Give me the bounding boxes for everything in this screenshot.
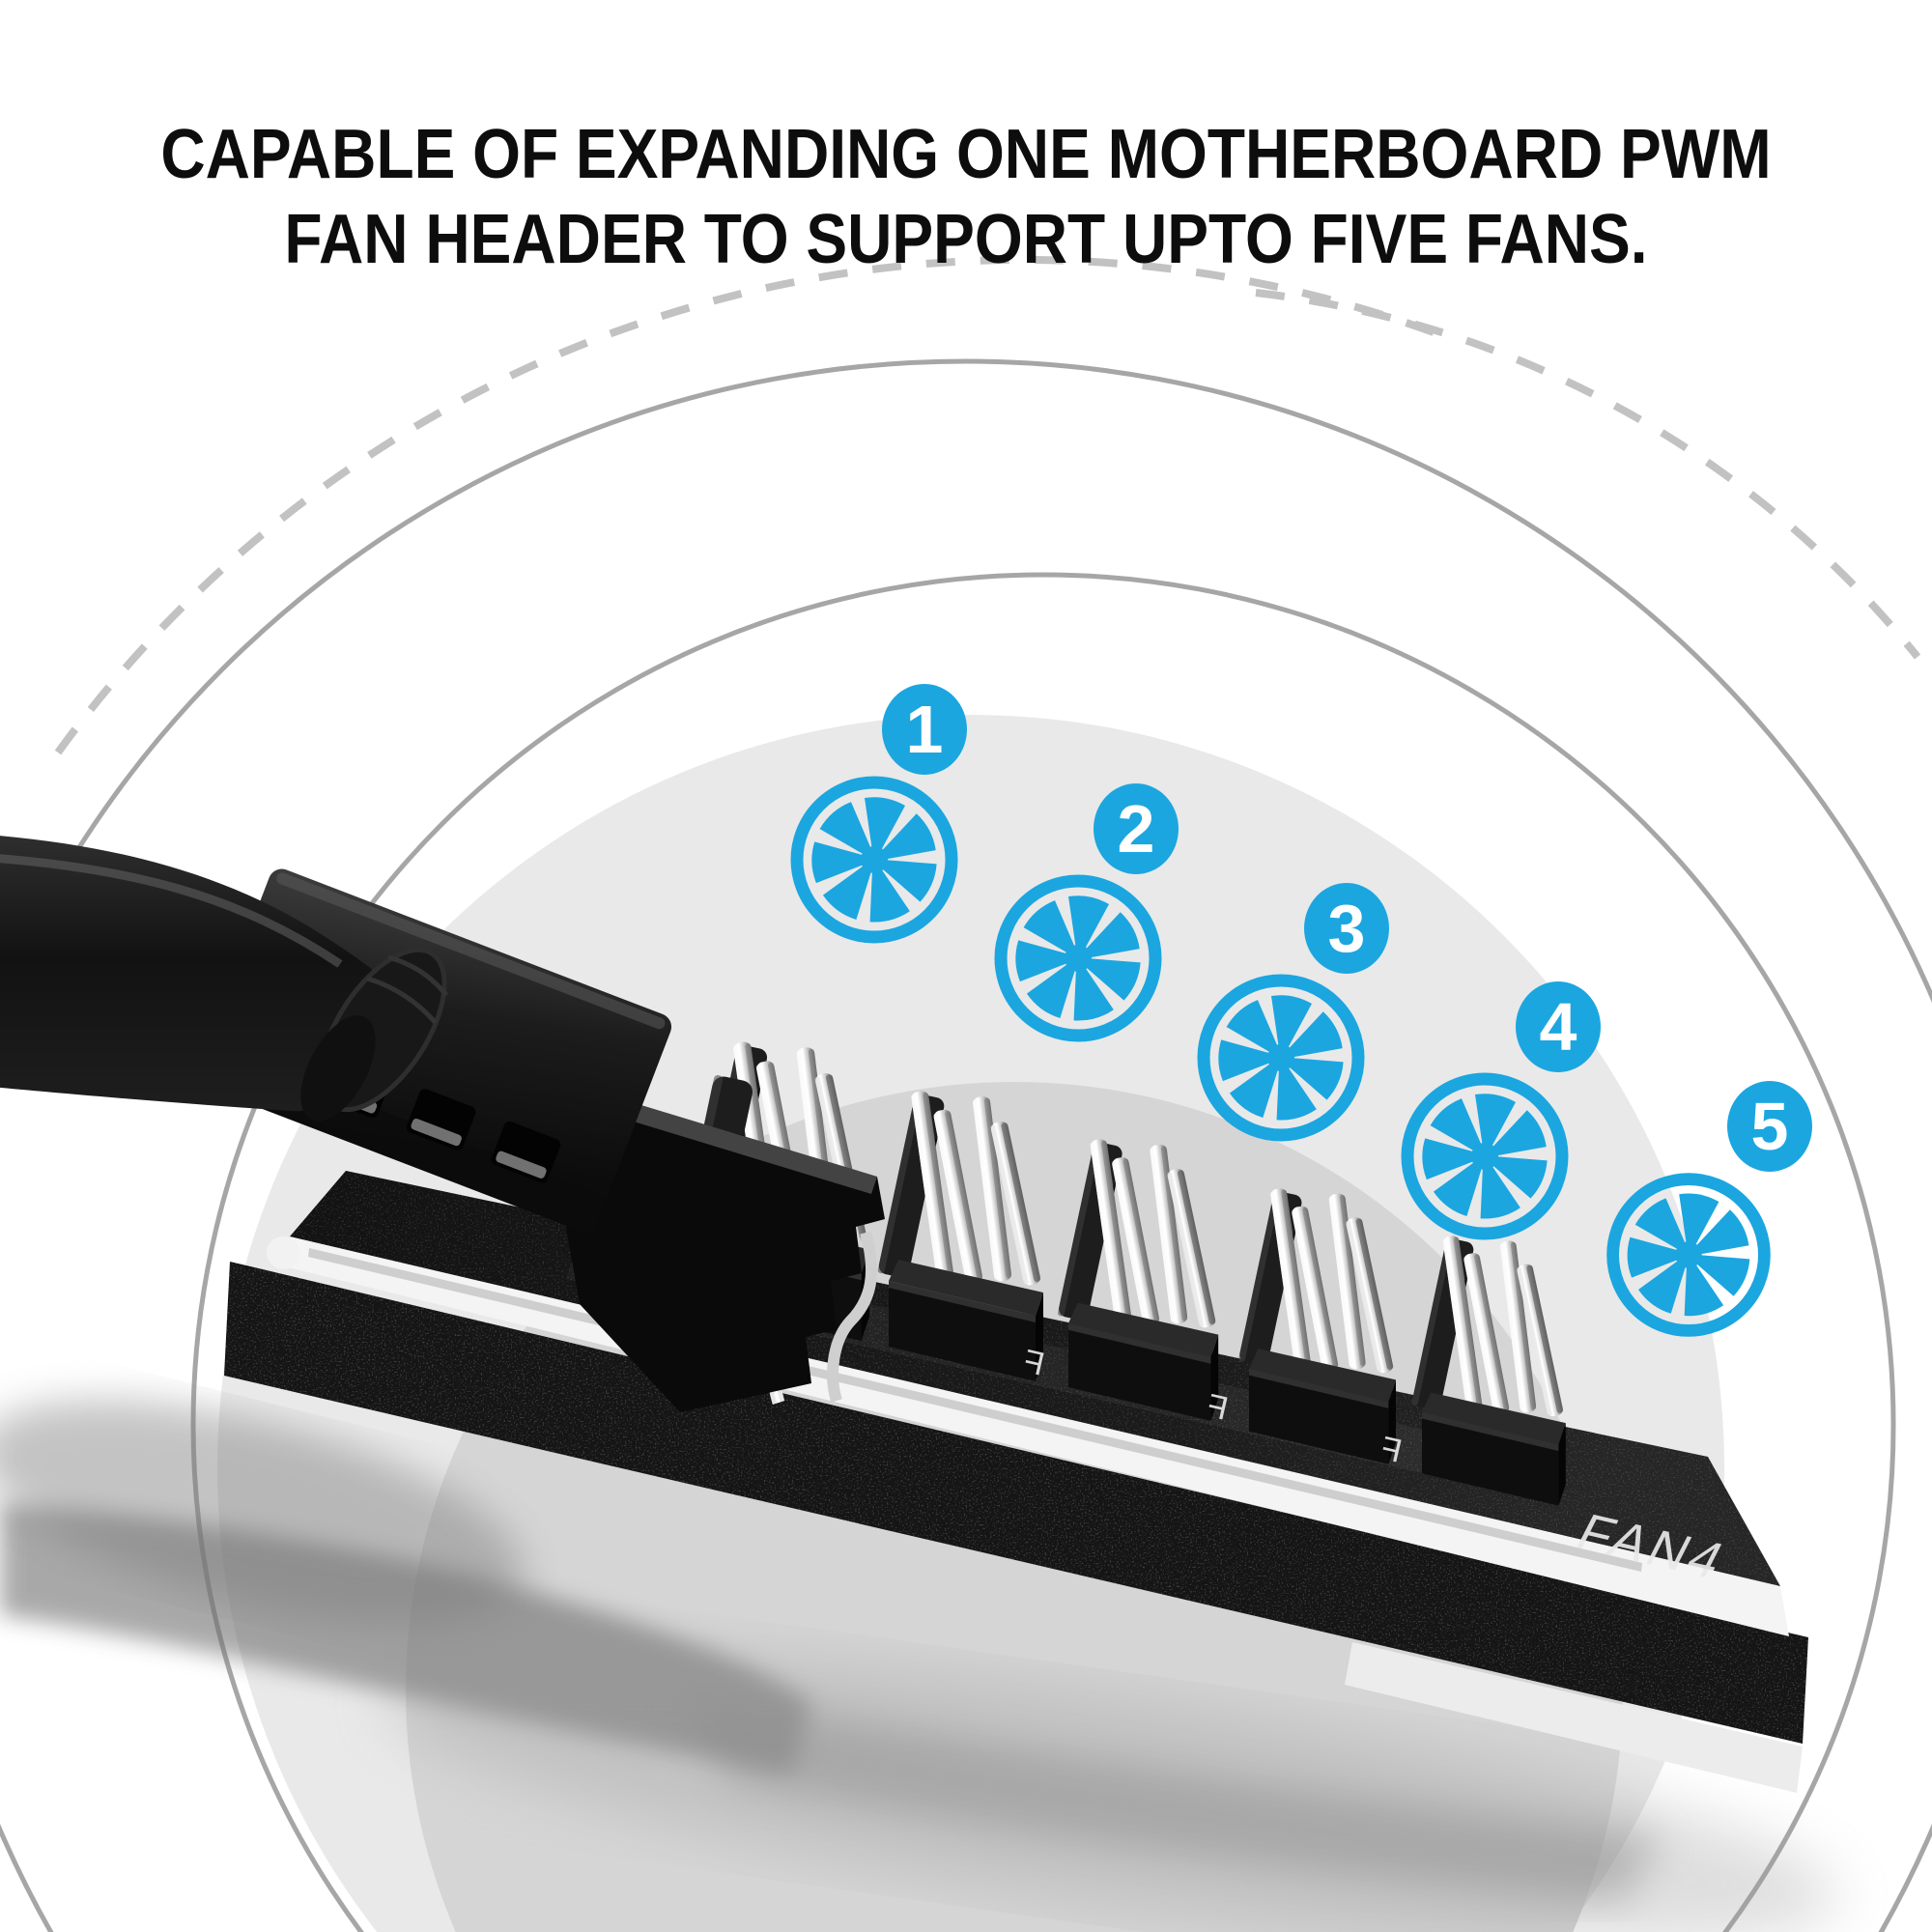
cable-body [0, 836, 412, 1112]
solid-ring-outer [0, 358, 1932, 1932]
cable [0, 836, 449, 1122]
headline-line-2: FAN HEADER TO SUPPORT UPTO FIVE FANS. [284, 201, 1648, 278]
dashed-ring-outer [1255, 289, 1921, 660]
badge-number-2: 2 [1118, 791, 1155, 867]
badge-number-3: 3 [1328, 891, 1366, 966]
badge-circle-3 [1304, 883, 1389, 974]
badge-circle-5 [1727, 1081, 1812, 1172]
foam-backing-strip [1345, 1642, 1803, 1793]
badge-number-1: 1 [906, 692, 944, 767]
fan-number-badge-1: 1 [882, 684, 967, 775]
badge-circle-4 [1516, 981, 1601, 1072]
badge-number-5: 5 [1751, 1089, 1789, 1164]
connector-front-housing [539, 1074, 885, 1412]
badge-circle-2 [1094, 783, 1179, 874]
crimp-window-3-lip [411, 1118, 462, 1147]
pcb-edge-left-cap [267, 1236, 299, 1269]
boot-ridge-2 [366, 976, 438, 1025]
fan-number-badge-5: 5 [1727, 1081, 1812, 1172]
bent-pin-2 [827, 1231, 878, 1403]
badge-number-4: 4 [1540, 989, 1577, 1065]
cable-collar [300, 1015, 376, 1122]
fan-number-badge-3: 3 [1304, 883, 1389, 974]
crimp-window-4-lip [496, 1151, 547, 1179]
boot-ridge-1 [387, 954, 449, 997]
cable-highlight [0, 854, 343, 968]
connector-shell-highlight [276, 872, 666, 1030]
dashed-ring-inner [54, 255, 1451, 755]
fan-number-badge-4: 4 [1516, 981, 1601, 1072]
fan-number-badge-2: 2 [1094, 783, 1179, 874]
badge-circle-1 [882, 684, 967, 775]
connector-shadow [0, 1400, 525, 1624]
headline-line-1: CAPABLE OF EXPANDING ONE MOTHERBOARD PWM [160, 116, 1772, 193]
soft-shadow [384, 1652, 1838, 1932]
cast-shadows [0, 1400, 1838, 1932]
headline: CAPABLE OF EXPANDING ONE MOTHERBOARD PWM… [106, 112, 1826, 282]
foam-texture [224, 1262, 1808, 1744]
fan-callouts: 1 2 3 4 5 [797, 684, 1812, 1330]
